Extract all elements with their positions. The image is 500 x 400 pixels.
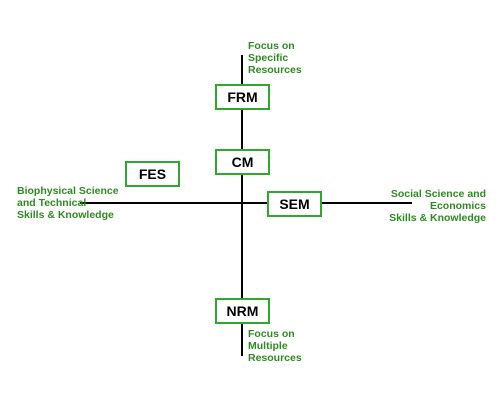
- cm-box: CM: [215, 149, 270, 175]
- left-axis-label: Biophysical Science and Technical Skills…: [17, 185, 119, 221]
- top-axis-label: Focus on Specific Resources: [248, 40, 302, 76]
- right-axis-label-line-3: Skills & Knowledge: [389, 212, 486, 224]
- top-axis-label-line-3: Resources: [248, 64, 302, 76]
- sem-box: SEM: [267, 191, 322, 217]
- bottom-axis-label-line-1: Focus on: [248, 328, 295, 340]
- right-axis-label-line-2: Economics: [429, 200, 486, 212]
- right-axis-label: Social Science and Economics Skills & Kn…: [389, 188, 486, 224]
- bottom-axis-label: Focus on Multiple Resources: [248, 328, 302, 364]
- left-axis-label-line-2: and Technical: [17, 197, 87, 209]
- frm-box: FRM: [215, 84, 270, 110]
- top-axis-label-line-1: Focus on: [248, 40, 295, 52]
- bottom-axis-label-line-2: Multiple: [248, 340, 288, 352]
- fes-box: FES: [125, 161, 180, 187]
- right-axis-label-line-1: Social Science and: [390, 188, 486, 200]
- left-axis-label-line-3: Skills & Knowledge: [17, 209, 114, 221]
- nrm-box: NRM: [215, 298, 270, 324]
- left-axis-label-line-1: Biophysical Science: [17, 185, 119, 197]
- bottom-axis-label-line-3: Resources: [248, 352, 302, 364]
- top-axis-label-line-2: Specific: [248, 52, 289, 64]
